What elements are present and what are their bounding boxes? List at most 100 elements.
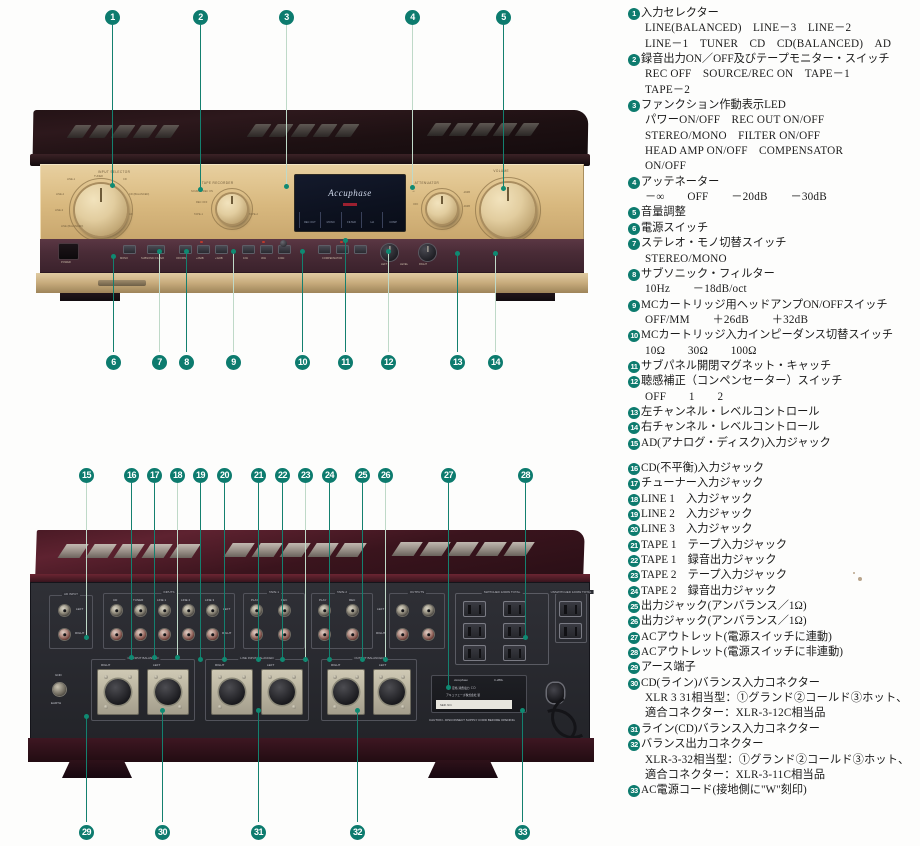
compensator-off-switch[interactable] bbox=[318, 245, 331, 254]
line-balanced-xlr-left[interactable] bbox=[261, 669, 303, 715]
switched-outlet-6[interactable] bbox=[503, 645, 526, 661]
leader-dot-1 bbox=[109, 182, 115, 188]
tape2-rec-left[interactable] bbox=[347, 605, 358, 616]
tape1-play-left[interactable] bbox=[251, 605, 262, 616]
out-bal-left-label: LEFT bbox=[379, 663, 387, 667]
unswitched-outlet-2[interactable] bbox=[559, 623, 582, 639]
mc-impedance-30-switch[interactable] bbox=[260, 245, 273, 254]
tuner-jack-left[interactable] bbox=[135, 605, 146, 616]
output-balanced-xlr-left[interactable] bbox=[373, 669, 411, 715]
power-switch[interactable] bbox=[58, 243, 79, 260]
leader-dot-24 bbox=[326, 656, 332, 662]
output1-right[interactable] bbox=[397, 629, 408, 640]
ad-jack-right[interactable] bbox=[59, 629, 70, 640]
legend-title-24: TAPE 2 録音出力ジャック bbox=[641, 584, 777, 597]
ground-terminal[interactable] bbox=[53, 683, 66, 696]
leader-dot-8 bbox=[183, 248, 189, 254]
output-balanced-xlr-right[interactable] bbox=[327, 669, 365, 715]
jack-label-tuner: TUNER bbox=[133, 598, 144, 602]
leader-line-5 bbox=[502, 25, 504, 191]
line2-jack-right[interactable] bbox=[183, 629, 194, 640]
compensator-1-switch[interactable] bbox=[336, 245, 349, 254]
line1-jack-left[interactable] bbox=[159, 605, 170, 616]
tape1-play-right[interactable] bbox=[251, 629, 262, 640]
mc-impedance-10-switch[interactable] bbox=[242, 245, 255, 254]
tape2-play-left[interactable] bbox=[319, 605, 330, 616]
legend-title-21: TAPE 1 テープ入力ジャック bbox=[641, 538, 788, 551]
chassis-top-rear bbox=[35, 530, 585, 578]
subsonic-filter-switch[interactable] bbox=[147, 245, 165, 254]
callout-10: 10 bbox=[295, 355, 310, 370]
switched-outlet-4[interactable] bbox=[503, 601, 526, 617]
tape2-rec-label: REC bbox=[349, 598, 356, 602]
mono-switch[interactable] bbox=[123, 245, 136, 254]
tape-right-label: RIGHT bbox=[376, 631, 386, 635]
unswitched-outlet-1[interactable] bbox=[559, 601, 582, 617]
line3-jack-right[interactable] bbox=[207, 629, 218, 640]
led-indicator-row: REC OUT MONO FILTER HA COMP bbox=[299, 212, 403, 228]
tick-att-30: -30dB bbox=[463, 205, 470, 208]
legend-number-19: 19 bbox=[628, 509, 640, 521]
switched-outlet-2[interactable] bbox=[463, 623, 486, 639]
cd-balanced-xlr-right[interactable] bbox=[97, 669, 139, 715]
jack-label-cd: CD bbox=[113, 598, 118, 602]
tuner-jack-right[interactable] bbox=[135, 629, 146, 640]
leader-dot-32 bbox=[354, 707, 360, 713]
tape1-rec-left[interactable] bbox=[279, 605, 290, 616]
paper-speck-2 bbox=[853, 572, 855, 574]
line2-jack-left[interactable] bbox=[183, 605, 194, 616]
head-amp-32db-switch[interactable] bbox=[215, 245, 228, 254]
tape2-group: TAPE 2 bbox=[311, 590, 373, 649]
leader-line-3 bbox=[285, 25, 287, 189]
tick-att-off: OFF bbox=[413, 203, 419, 206]
spec-plate: Accuphase C-280L 定格 消費電力 ＣＤ アキュフェーズ株式会社 … bbox=[431, 675, 527, 713]
switched-outlet-3[interactable] bbox=[463, 645, 486, 661]
outputs-group: OUTPUTS bbox=[389, 590, 445, 649]
leader-line-24 bbox=[328, 483, 330, 662]
cd-jack-right[interactable] bbox=[111, 629, 122, 640]
legend-sub-2-1: TAPE－2 bbox=[645, 83, 691, 96]
ad-left-label: LEFT bbox=[76, 607, 84, 611]
line1-jack-right[interactable] bbox=[159, 629, 170, 640]
legend-number-21: 21 bbox=[628, 539, 640, 552]
legend-sub-3-2: HEAD AMP ON/OFF COMPENSATOR bbox=[645, 145, 844, 158]
line-balanced-xlr-right[interactable] bbox=[211, 669, 253, 715]
sub-panel-magnet-catch[interactable] bbox=[280, 240, 287, 247]
ac-power-cord-inlet[interactable] bbox=[547, 683, 564, 703]
output2-right[interactable] bbox=[423, 629, 434, 640]
head-amp-26db-switch[interactable] bbox=[197, 245, 210, 254]
tape2-rec-right[interactable] bbox=[347, 629, 358, 640]
line3-jack-left[interactable] bbox=[207, 605, 218, 616]
legend-number-11: 11 bbox=[628, 360, 640, 373]
output1-left[interactable] bbox=[397, 605, 408, 616]
callout-23: 23 bbox=[298, 468, 313, 483]
legend-sub-7-0: STEREO/MONO bbox=[645, 252, 727, 265]
level-right-knob[interactable] bbox=[419, 244, 436, 261]
legend-title-18: LINE 1 入力ジャック bbox=[641, 492, 753, 505]
tape2-play-right[interactable] bbox=[319, 629, 330, 640]
leader-line-32 bbox=[356, 712, 358, 822]
tape1-rec-right[interactable] bbox=[279, 629, 290, 640]
compensator-2-switch[interactable] bbox=[354, 245, 367, 254]
ad-jack-left[interactable] bbox=[59, 605, 70, 616]
legend-number-23: 23 bbox=[628, 570, 640, 583]
switched-outlet-1[interactable] bbox=[463, 601, 486, 617]
leader-dot-12 bbox=[385, 248, 391, 254]
leader-line-28 bbox=[524, 483, 526, 640]
cd-jack-left[interactable] bbox=[111, 605, 122, 616]
cd-balanced-xlr-left[interactable] bbox=[147, 669, 189, 715]
callout-7: 7 bbox=[152, 355, 167, 370]
output2-left[interactable] bbox=[423, 605, 434, 616]
ad-input-group: AD INPUT bbox=[49, 592, 93, 649]
legend-title-26: 出力ジャック(アンバランス／1Ω) bbox=[641, 615, 807, 628]
jack-label-line1: LINE 1 bbox=[157, 598, 167, 602]
